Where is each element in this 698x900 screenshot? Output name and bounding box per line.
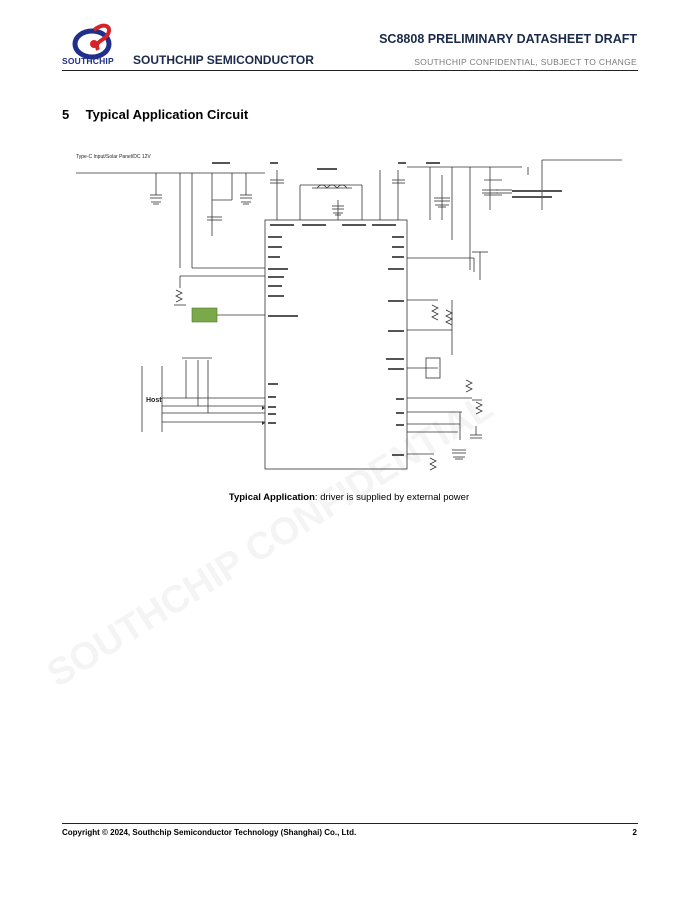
southchip-logo-icon	[72, 23, 112, 60]
document-title: SC8808 PRELIMINARY DATASHEET DRAFT	[379, 32, 637, 46]
copyright-text: Copyright © 2024, Southchip Semiconducto…	[62, 828, 357, 837]
application-circuit-diagram: Type-C Input/Solar Panel/DC 12V Host	[76, 154, 622, 471]
figure-caption: Typical Application: driver is supplied …	[0, 492, 698, 503]
page-number: 2	[632, 828, 637, 837]
confidential-notice: SOUTHCHIP CONFIDENTIAL, SUBJECT TO CHANG…	[414, 57, 637, 67]
section-title: 5 Typical Application Circuit	[62, 107, 248, 122]
green-controller-block	[191, 307, 218, 323]
caption-text: : driver is supplied by external power	[314, 492, 470, 503]
ic-chip-body	[264, 219, 408, 470]
logo-text: SOUTHCHIP	[62, 56, 114, 66]
footer-divider	[62, 823, 638, 824]
circuit-input-label: Type-C Input/Solar Panel/DC 12V	[76, 154, 151, 160]
header-divider	[62, 70, 638, 71]
caption-bold: Typical Application	[228, 492, 315, 503]
host-label: Host	[146, 397, 162, 404]
section-title-text: Typical Application Circuit	[85, 107, 249, 122]
company-name: SOUTHCHIP SEMICONDUCTOR	[133, 53, 314, 67]
section-number: 5	[62, 107, 70, 122]
